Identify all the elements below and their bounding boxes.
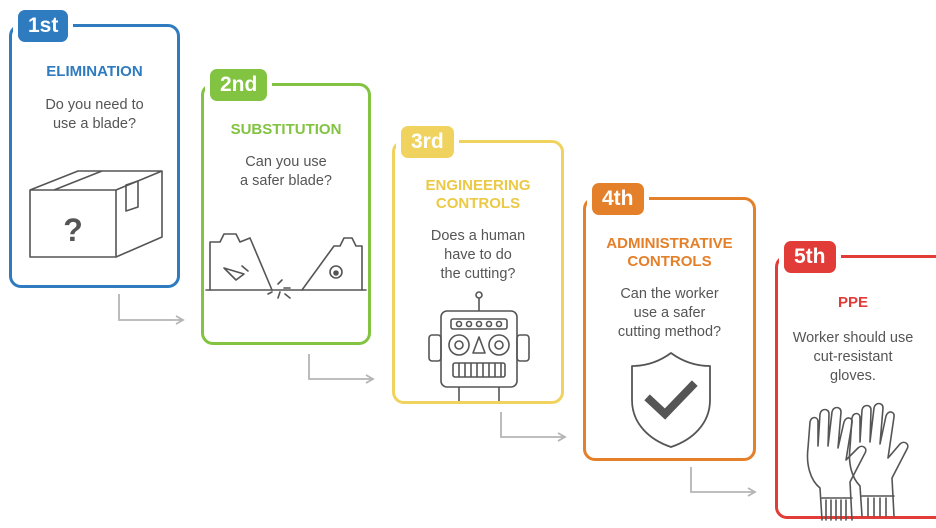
connector-arrow-1 xyxy=(118,294,185,325)
connector-arrow-3 xyxy=(500,412,567,442)
step-rank-badge: 3rd xyxy=(401,126,454,158)
step-title: ADMINISTRATIVE CONTROLS xyxy=(606,235,733,270)
svg-text:?: ? xyxy=(63,212,83,248)
step-description: Does a human have to do the cutting? xyxy=(430,228,526,282)
step-description: Do you need to use a blade? xyxy=(45,97,144,132)
step-rank-badge: 5th xyxy=(784,241,836,273)
step-rank-badge: 1st xyxy=(18,10,69,42)
step-description: Can you use a safer blade? xyxy=(240,154,332,189)
blades-icon xyxy=(205,233,367,299)
connector-arrow-2 xyxy=(308,354,375,384)
gloves-icon xyxy=(806,402,909,521)
step-description: Worker should use cut-resistant gloves. xyxy=(792,330,914,384)
step-card-engineering-controls: 3rd ENGINEERING CONTROLS Does a human ha… xyxy=(392,126,564,404)
step-rank-badge: 4th xyxy=(592,183,644,215)
step-rank-badge: 2nd xyxy=(210,69,268,101)
step-title: ELIMINATION xyxy=(46,63,143,80)
robot-icon xyxy=(428,291,530,401)
step-card-administrative-controls: 4th ADMINISTRATIVE CONTROLS Can the work… xyxy=(583,183,756,461)
step-title: SUBSTITUTION xyxy=(230,121,342,138)
step-title: PPE xyxy=(837,294,868,311)
connector-arrow-4 xyxy=(690,467,757,497)
shield-check-icon xyxy=(631,352,711,448)
step-description: Can the worker use a safer cutting metho… xyxy=(617,286,722,340)
step-title: ENGINEERING CONTROLS xyxy=(425,177,531,212)
step-card-substitution: 2nd SUBSTITUTION Can you use a safer bla… xyxy=(201,69,371,345)
step-card-ppe: 5th PPE Worker should use cut-resistant … xyxy=(775,241,936,521)
box-question-icon: ? xyxy=(29,170,163,258)
step-card-elimination: 1st ELIMINATION Do you need to use a bla… xyxy=(9,10,180,288)
